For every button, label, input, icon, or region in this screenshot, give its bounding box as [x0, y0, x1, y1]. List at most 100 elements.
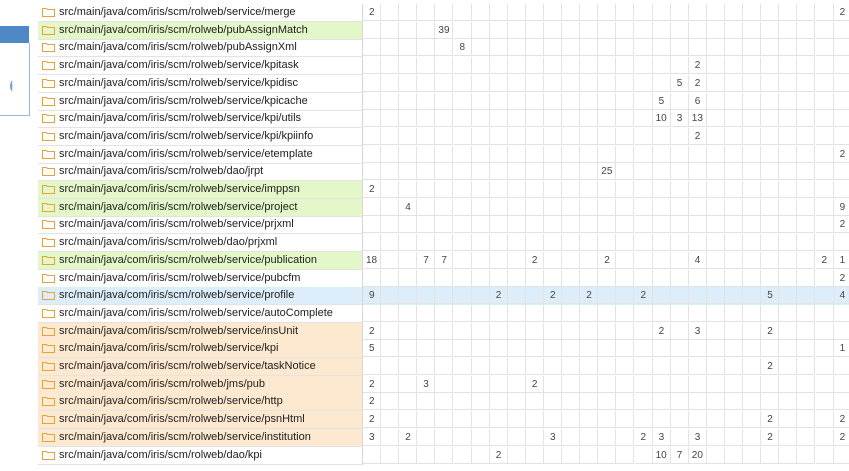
matrix-cell[interactable] [471, 216, 490, 234]
matrix-cell[interactable] [761, 216, 780, 234]
matrix-cell[interactable] [363, 57, 381, 75]
matrix-cell[interactable] [743, 428, 762, 446]
matrix-cell[interactable]: 2 [363, 4, 381, 21]
matrix-cell[interactable] [580, 145, 599, 163]
matrix-cell[interactable] [598, 411, 617, 429]
matrix-row[interactable]: src/main/java/com/iris/scm/rolweb/servic… [38, 411, 849, 430]
matrix-cell[interactable] [544, 393, 562, 411]
matrix-cell[interactable] [797, 375, 816, 393]
matrix-cell[interactable] [779, 39, 798, 57]
matrix-cell[interactable] [833, 22, 849, 39]
matrix-cell[interactable] [833, 358, 849, 375]
matrix-cell[interactable] [670, 21, 689, 39]
matrix-cell[interactable] [634, 393, 653, 411]
matrix-cell[interactable] [743, 287, 762, 305]
package-name-cell[interactable]: src/main/java/com/iris/scm/rolweb/dao/pr… [38, 234, 363, 253]
matrix-cell[interactable] [417, 304, 436, 322]
matrix-cell[interactable] [471, 411, 490, 429]
matrix-row[interactable]: src/main/java/com/iris/scm/rolweb/servic… [38, 92, 849, 111]
matrix-cell[interactable] [417, 446, 436, 464]
matrix-cell[interactable] [833, 75, 849, 92]
matrix-cell[interactable] [562, 340, 581, 358]
matrix-cell[interactable] [616, 198, 635, 216]
matrix-cell[interactable] [725, 57, 743, 75]
matrix-cell[interactable] [507, 92, 526, 110]
matrix-cell[interactable] [453, 358, 472, 375]
matrix-cell[interactable] [363, 39, 381, 57]
package-name-cell[interactable]: src/main/java/com/iris/scm/rolweb/servic… [38, 340, 363, 359]
matrix-cell[interactable] [833, 163, 849, 181]
matrix-cell[interactable] [453, 375, 472, 393]
matrix-cell[interactable] [435, 287, 454, 305]
matrix-cell[interactable] [562, 251, 581, 269]
matrix-cell[interactable] [815, 110, 834, 128]
matrix-cell[interactable] [453, 411, 472, 429]
matrix-cell[interactable]: 4 [833, 287, 849, 305]
matrix-cell[interactable] [634, 21, 653, 39]
matrix-cell[interactable] [779, 287, 798, 305]
matrix-cell[interactable] [363, 110, 381, 128]
matrix-cell[interactable] [688, 411, 707, 429]
matrix-cell[interactable] [652, 198, 671, 216]
matrix-cell[interactable] [725, 39, 743, 57]
matrix-cell[interactable] [363, 145, 381, 163]
matrix-cell[interactable] [815, 57, 834, 75]
matrix-cell[interactable] [435, 145, 454, 163]
matrix-cell[interactable] [381, 269, 400, 287]
matrix-cell[interactable] [815, 269, 834, 287]
matrix-cell[interactable] [363, 92, 381, 110]
matrix-cell[interactable] [562, 127, 581, 145]
matrix-cell[interactable] [471, 428, 490, 446]
matrix-cell[interactable] [670, 375, 689, 393]
matrix-cell[interactable] [580, 269, 599, 287]
matrix-cell[interactable] [833, 93, 849, 110]
matrix-cell[interactable] [743, 251, 762, 269]
package-name-cell[interactable]: src/main/java/com/iris/scm/rolweb/servic… [38, 269, 363, 288]
package-name-cell[interactable]: src/main/java/com/iris/scm/rolweb/servic… [38, 74, 363, 93]
matrix-cell[interactable] [435, 375, 454, 393]
sidebar-selected-item[interactable] [0, 26, 29, 43]
matrix-cell[interactable] [688, 393, 707, 411]
matrix-cell[interactable] [815, 358, 834, 375]
matrix-cell[interactable] [616, 92, 635, 110]
matrix-cell[interactable] [706, 287, 725, 305]
matrix-cell[interactable] [399, 234, 418, 252]
matrix-cell[interactable] [779, 163, 798, 181]
matrix-cell[interactable] [743, 181, 762, 198]
matrix-cell[interactable] [725, 198, 743, 216]
matrix-cell[interactable] [725, 251, 743, 269]
matrix-cell[interactable] [580, 57, 599, 75]
matrix-cell[interactable] [634, 74, 653, 92]
matrix-cell[interactable]: 2 [652, 322, 671, 340]
matrix-cell[interactable] [815, 446, 834, 464]
matrix-cell[interactable] [670, 92, 689, 110]
matrix-row[interactable]: src/main/java/com/iris/scm/rolweb/servic… [38, 269, 849, 288]
matrix-cell[interactable]: 2 [815, 251, 834, 269]
matrix-cell[interactable] [797, 110, 816, 128]
matrix-cell[interactable]: 2 [761, 322, 780, 340]
matrix-cell[interactable] [363, 21, 381, 39]
matrix-cell[interactable] [706, 375, 725, 393]
matrix-cell[interactable]: 2 [399, 428, 418, 446]
matrix-cell[interactable] [833, 393, 849, 411]
matrix-cell[interactable] [381, 216, 400, 234]
matrix-cell[interactable] [634, 234, 653, 252]
matrix-cell[interactable] [725, 269, 743, 287]
matrix-cell[interactable] [453, 110, 472, 128]
matrix-cell[interactable] [634, 92, 653, 110]
matrix-cell[interactable] [399, 358, 418, 375]
matrix-cell[interactable] [399, 216, 418, 234]
matrix-cell[interactable] [507, 375, 526, 393]
matrix-cell[interactable] [544, 322, 562, 340]
matrix-cell[interactable] [580, 163, 599, 181]
matrix-cell[interactable] [779, 393, 798, 411]
matrix-cell[interactable] [381, 21, 400, 39]
matrix-cell[interactable] [489, 92, 508, 110]
matrix-cell[interactable] [453, 269, 472, 287]
matrix-cell[interactable] [562, 110, 581, 128]
matrix-cell[interactable] [525, 110, 544, 128]
matrix-cell[interactable] [670, 181, 689, 198]
matrix-cell[interactable] [743, 39, 762, 57]
matrix-cell[interactable] [779, 181, 798, 198]
package-name-cell[interactable]: src/main/java/com/iris/scm/rolweb/servic… [38, 393, 363, 412]
